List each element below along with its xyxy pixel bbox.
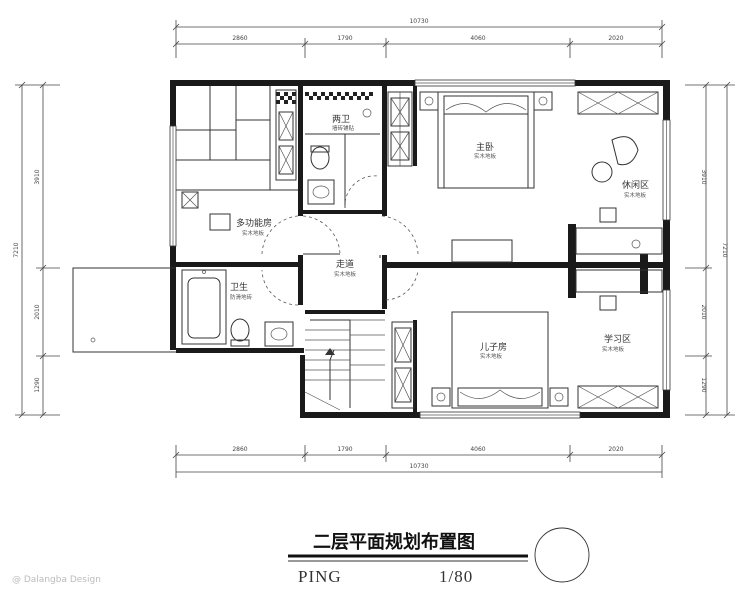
son-room-floor: 实木地板 [480,352,503,360]
washroom-floor: 墙砖铺贴 [332,124,355,132]
multifunction-room-furniture [181,191,231,231]
top-dimension-segment-1: 2860 [232,35,247,42]
interior-walls [176,86,663,412]
master-bed [419,91,553,189]
son-room-closet [391,321,415,409]
left-total-dimension: 7210 [13,242,20,257]
leisure-area-label: 休闲区 [622,179,649,191]
top-dimension-segment-3: 4060 [470,35,485,42]
right-dimension-lines [685,81,735,419]
master-bedroom-floor: 实木地板 [474,152,497,160]
right-dimension-segment-3: 1290 [700,377,707,392]
washroom-label: 两卫 [332,114,350,125]
leisure-area-furniture [575,91,663,255]
son-room-bed [431,311,569,409]
windows [169,79,671,419]
balcony-outline [72,267,176,353]
outer-walls [170,80,670,418]
right-dimension-segment-1: 3910 [700,169,707,184]
bathroom-fixtures [181,269,294,347]
left-dimension-lines [15,81,60,419]
corridor-label: 走道 [336,258,354,270]
left-dimension-segment-2: 2010 [34,304,41,319]
left-dimension-segment-3: 1290 [34,377,41,392]
top-dimension-segment-2: 1790 [337,35,352,42]
bathroom-label: 卫生 [230,281,248,293]
watermark-text: @ Dalangba Design [12,575,101,585]
corridor-floor: 实木地板 [334,270,357,278]
bottom-dimension-segment-2: 1790 [337,446,352,453]
bottom-dimension-segment-4: 2020 [608,446,623,453]
corridor-doors [261,215,419,306]
left-dimension-segment-1: 3910 [34,169,41,184]
staircase [304,319,385,411]
son-room-label: 儿子房 [480,341,507,353]
bottom-dimension-lines [172,445,666,478]
study-area-furniture [575,269,663,409]
top-total-dimension: 10730 [409,18,428,25]
study-area-floor: 实木地板 [602,345,625,353]
north-indicator-circle [534,527,590,583]
master-bedroom-label: 主卧 [476,141,494,153]
bottom-total-dimension: 10730 [409,463,428,470]
top-dimension-lines [172,20,666,58]
right-total-dimension: 7210 [721,242,728,257]
bottom-dimension-segment-1: 2860 [232,446,247,453]
drawing-label-ping: PING [298,567,342,586]
drawing-title: 二层平面规划布置图 [313,531,475,553]
drawing-scale: 1/80 [439,567,473,586]
bottom-dimension-segment-3: 4060 [470,446,485,453]
multifunction-room-floor: 实木地板 [242,229,265,237]
right-dimension-segment-2: 2010 [700,304,707,319]
washroom-fixtures [305,92,380,208]
master-closet [387,91,413,167]
top-dimension-segment-4: 2020 [608,35,623,42]
master-tv-cabinet [451,239,513,263]
study-area-label: 学习区 [604,333,631,345]
leisure-area-floor: 实木地板 [624,191,647,199]
multifunction-room-label: 多功能房 [236,217,272,229]
washroom-closet [275,89,297,181]
bathroom-floor: 防滑地砖 [230,293,253,301]
